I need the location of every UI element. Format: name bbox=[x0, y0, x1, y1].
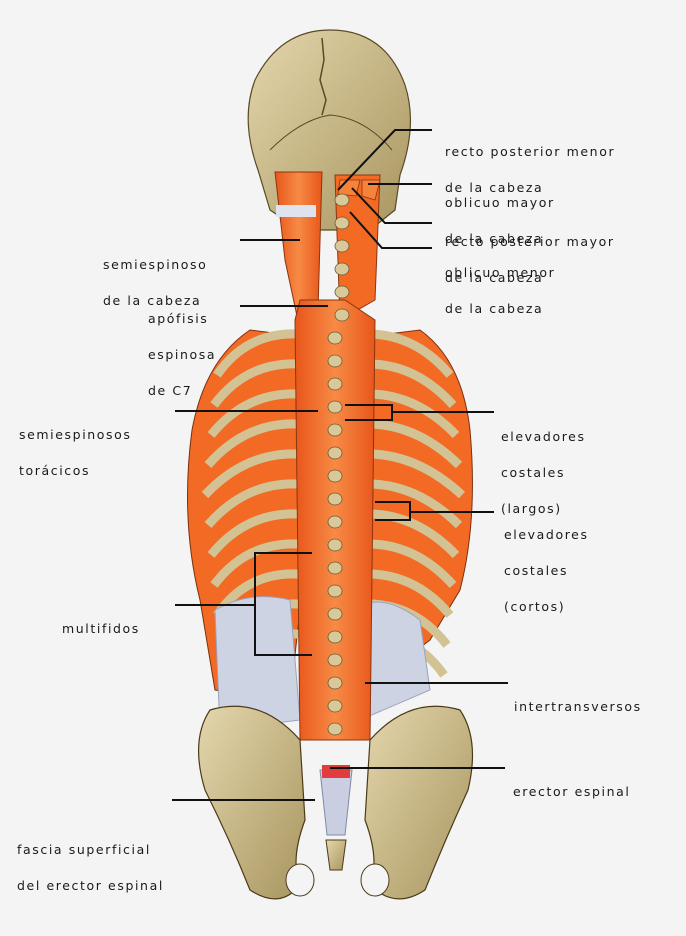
vertebra bbox=[327, 492, 343, 506]
label-erector-espinal: erector espinal bbox=[513, 784, 631, 799]
label-oblicuo-menor: oblicuo menor de la cabeza bbox=[445, 265, 556, 316]
vertebra bbox=[327, 699, 343, 713]
vertebra bbox=[327, 607, 343, 621]
vertebra bbox=[334, 262, 350, 276]
label-recto-posterior-mayor: recto posterior mayor de la cabeza bbox=[445, 234, 615, 285]
label-multifidos: multifidos bbox=[62, 621, 140, 636]
label-intertransversos: intertransversos bbox=[514, 699, 642, 714]
label-fascia-superficial: fascia superficial del erector espinal bbox=[17, 842, 164, 893]
vertebra bbox=[334, 308, 350, 322]
vertebra bbox=[327, 538, 343, 552]
vertebra bbox=[327, 423, 343, 437]
vertebra bbox=[327, 653, 343, 667]
vertebra bbox=[327, 400, 343, 414]
neck-muscles bbox=[274, 171, 381, 332]
vertebra bbox=[327, 676, 343, 690]
vertebra bbox=[334, 285, 350, 299]
label-semiespinoso-cabeza: semiespinoso de la cabeza bbox=[103, 257, 208, 308]
vertebra bbox=[334, 239, 350, 253]
vertebra bbox=[327, 561, 343, 575]
skull bbox=[247, 29, 412, 231]
label-elevadores-largos: elevadores costales (largos) bbox=[501, 429, 586, 516]
vertebra bbox=[327, 515, 343, 529]
vertebra bbox=[327, 331, 343, 345]
leader-lines bbox=[172, 129, 508, 801]
pelvis bbox=[198, 705, 474, 900]
vertebra bbox=[327, 446, 343, 460]
label-oblicuo-mayor: oblicuo mayor de la cabeza bbox=[445, 195, 555, 246]
vertebra bbox=[327, 469, 343, 483]
vertebra bbox=[327, 584, 343, 598]
vertebra bbox=[327, 630, 343, 644]
label-elevadores-cortos: elevadores costales (cortos) bbox=[504, 527, 589, 614]
vertebra bbox=[327, 377, 343, 391]
label-apofisis-c7: apófisis espinosa de C7 bbox=[148, 311, 217, 398]
vertebra bbox=[327, 722, 343, 736]
vertebra bbox=[334, 216, 350, 230]
vertebra bbox=[334, 193, 350, 207]
label-recto-posterior-menor: recto posterior menor de la cabeza bbox=[445, 144, 616, 195]
label-semiespinosos-toracicos: semiespinosos torácicos bbox=[19, 427, 132, 478]
vertebra bbox=[327, 354, 343, 368]
vertebral-column bbox=[327, 193, 350, 736]
